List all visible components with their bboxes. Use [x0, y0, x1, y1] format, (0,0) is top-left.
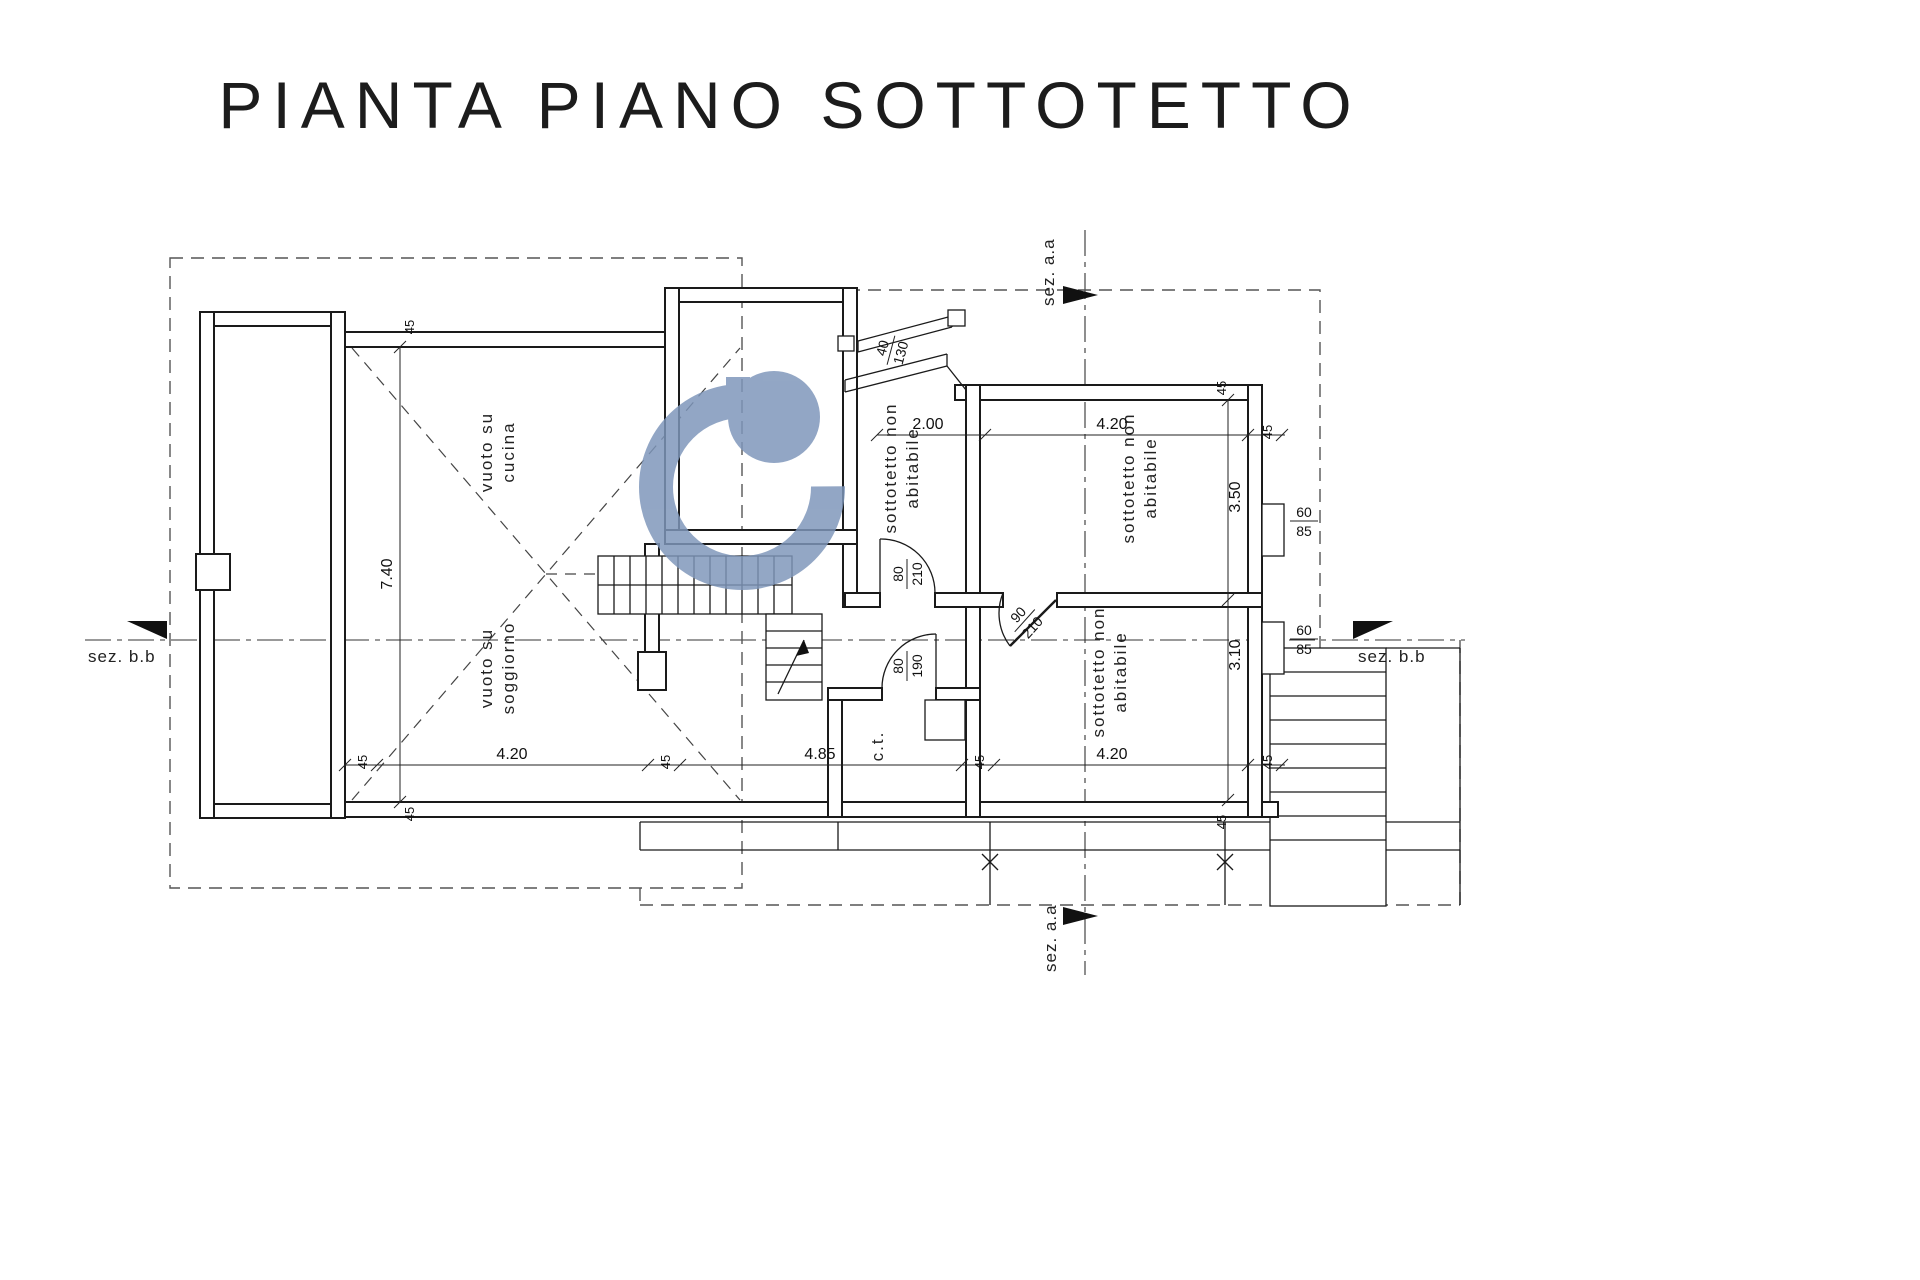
wall-thickness-text: 45 [1260, 425, 1275, 439]
room-label-line: sottotetto non [881, 402, 900, 533]
door-size-80-190: 80 190 [890, 651, 925, 681]
wall-thickness-text: 45 [402, 807, 417, 821]
terrace-window [195, 553, 231, 591]
section-markers: sez. b.b sez. b.b sez. a.a sez. a.a [88, 238, 1426, 972]
watermark-logo [639, 371, 845, 590]
section-label-top: sez. a.a [1039, 238, 1058, 306]
opening-size-numerator: 80 [890, 658, 906, 674]
door-size-80-210: 80 210 [890, 559, 925, 589]
boiler-fixture [924, 699, 966, 741]
windows-and-fixtures [837, 309, 1285, 741]
door-swing-arc [998, 592, 1011, 647]
walls [195, 287, 1279, 819]
room-labels: vuoto su cucina vuoto su soggiorno sotto… [477, 402, 1160, 761]
page-title: PIANTA PIANO SOTTOTETTO [218, 68, 1361, 142]
wall-thickness-text: 45 [402, 320, 417, 334]
opening-size-denominator: 85 [1296, 641, 1312, 657]
section-label-left: sez. b.b [88, 647, 156, 666]
watermark-dot [728, 371, 820, 463]
window-60x85-lower [1261, 621, 1285, 675]
room-label-line: vuoto su [477, 628, 496, 708]
door-swing-arc [881, 633, 937, 689]
section-label-bottom: sez. a.a [1041, 904, 1060, 972]
door-swing-arc [879, 538, 936, 594]
window-size-60-85-lower: 60 85 [1290, 622, 1318, 657]
section-arrow-bottom [1063, 907, 1098, 925]
room-label-line: c.t. [868, 731, 887, 762]
dimension-text: 4.20 [1096, 746, 1127, 763]
window-size-60-85-upper: 60 85 [1290, 504, 1318, 539]
opening-size-numerator: 40 [873, 338, 893, 357]
watermark-tab [726, 377, 750, 397]
wall-thickness-text: 45 [658, 755, 673, 769]
opening-size-numerator: 60 [1296, 622, 1312, 638]
wall-thickness-text: 45 [1260, 755, 1275, 769]
section-label-right: sez. b.b [1358, 647, 1426, 666]
opening-size-denominator: 85 [1296, 523, 1312, 539]
room-label-line: sottotetto non [1089, 606, 1108, 737]
dimension-text: 3.50 [1227, 481, 1244, 512]
room-label-line: abitabile [903, 427, 922, 508]
opening-size-denominator: 210 [909, 562, 925, 586]
doors [879, 538, 1057, 689]
opening-size-numerator: 80 [890, 566, 906, 582]
dimension-text: 4.20 [496, 746, 527, 763]
room-label-vuoto-cucina: vuoto su cucina [477, 412, 518, 492]
wall-thickness-text: 45 [1214, 815, 1229, 829]
bay-wall-upper [857, 315, 953, 353]
dimension-texts: 7.40 4.20 4.85 4.20 2.00 4.20 3.50 3.10 … [355, 320, 1275, 829]
room-label-sottotetto-1: sottotetto non abitabile [881, 402, 922, 533]
room-label-line: abitabile [1141, 437, 1160, 518]
room-label-line: sottotetto non [1119, 412, 1138, 543]
external-stair [1262, 647, 1461, 907]
room-label-line: cucina [499, 421, 518, 482]
dimension-text: 4.20 [1096, 416, 1127, 433]
window-size-40-130: 40 130 [873, 335, 912, 366]
wall-thickness-text: 45 [1214, 381, 1229, 395]
section-arrow-top [1063, 286, 1098, 304]
wall-thickness-text: 45 [972, 755, 987, 769]
room-label-sottotetto-2: sottotetto non abitabile [1119, 412, 1160, 543]
room-label-line: abitabile [1111, 631, 1130, 712]
door-size-90-210: 90 210 [1007, 603, 1046, 641]
dimension-text: 7.40 [379, 558, 396, 589]
room-label-line: vuoto su [477, 412, 496, 492]
opening-size-numerator: 60 [1296, 504, 1312, 520]
room-label-vuoto-soggiorno: vuoto su soggiorno [477, 622, 518, 715]
bay-wall [844, 353, 948, 393]
room-label-line: soggiorno [499, 622, 518, 715]
wall-thickness-text: 45 [355, 755, 370, 769]
dimension-text: 2.00 [912, 416, 943, 433]
dimension-lines [338, 340, 1289, 809]
window-60x85-upper [1261, 503, 1285, 557]
opening-size-denominator: 130 [890, 339, 912, 366]
section-arrow-left [127, 621, 167, 639]
stair-direction-arrow [796, 640, 809, 656]
section-arrow-right [1353, 621, 1393, 639]
opening-size-denominator: 190 [909, 654, 925, 678]
room-label-ct: c.t. [868, 731, 887, 762]
dimension-text: 4.85 [804, 746, 835, 763]
dimension-text: 3.10 [1227, 639, 1244, 670]
room-label-sottotetto-3: sottotetto non abitabile [1089, 606, 1130, 737]
